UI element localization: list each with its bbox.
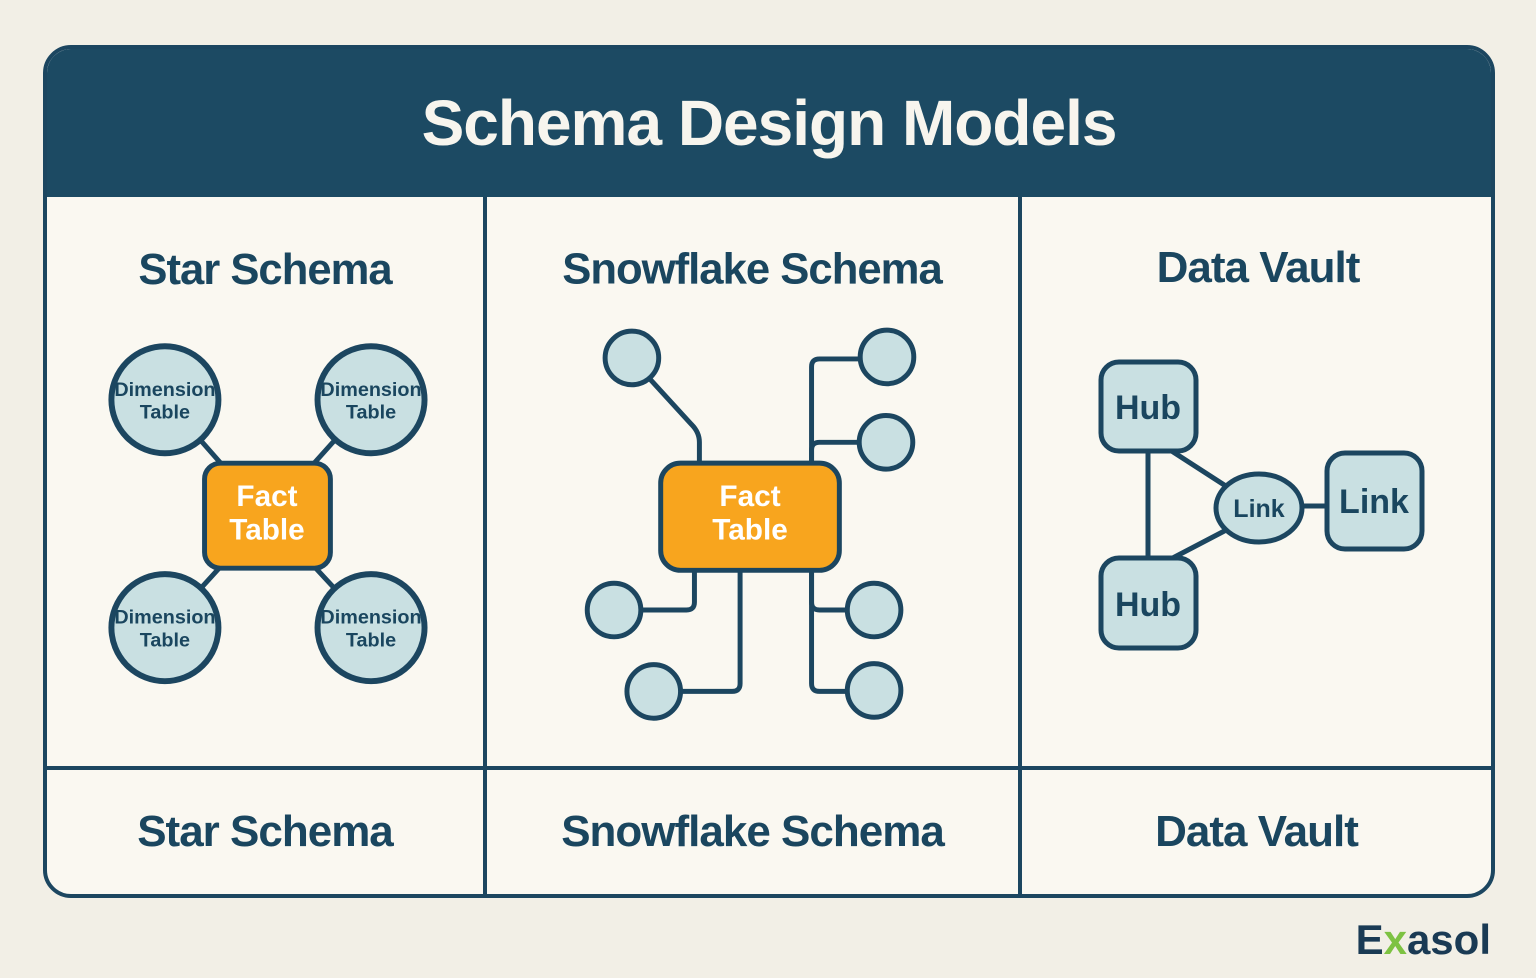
dimension-label: Table [140,402,190,424]
page-title: Schema Design Models [421,87,1118,159]
dimension-label: Dimension [320,379,421,401]
exasol-logo-text: asol [1406,916,1491,963]
dimension-node [602,328,662,388]
fact-table-label: Fact [719,480,780,513]
footer-label-star-schema: Star Schema [47,770,487,894]
schema-design-models-card: Schema Design Models Star Schema Dimensi… [43,45,1495,898]
column-star-schema: Star Schema Dimension Table Dimension Ta… [47,197,487,766]
dimension-node [844,580,904,640]
fact-table-node [658,460,842,573]
dimension-node [857,327,917,387]
edge [1164,524,1235,564]
exasol-logo-text: E [1355,916,1384,963]
link-node-small [1213,471,1305,545]
edge [809,567,850,694]
star-schema-diagram: Star Schema Dimension Table Dimension Ta… [108,246,428,685]
dimension-label: Dimension [114,379,215,401]
dimension-label: Table [346,402,396,424]
exasol-logo: Exasol [1356,916,1491,964]
fact-table-label: Table [229,513,304,546]
dimension-table-node [314,343,428,457]
edge [646,375,702,466]
data-vault-header: Data Vault [1157,243,1361,292]
star-schema-header: Star Schema [138,246,393,294]
dimension-node [844,661,904,720]
snowflake-schema-edges [638,356,863,694]
edge [809,439,862,466]
footer-label-data-vault: Data Vault [1155,807,1359,856]
dimension-table-node [108,343,222,457]
fact-table-label: Table [712,514,788,547]
dimension-label: Table [140,629,190,651]
fact-table-node [202,460,333,571]
link-label: Link [1339,483,1409,521]
dimension-node [856,413,916,472]
diagram-row: Star Schema Dimension Table Dimension Ta… [47,197,1491,766]
edge [638,567,697,613]
title-bar: Schema Design Models [47,49,1491,197]
footer-label-snowflake-schema: Snowflake Schema [487,770,1022,894]
dimension-label: Dimension [320,607,421,629]
edge [809,356,863,466]
link-label: Link [1233,495,1284,523]
data-vault-diagram: Data Vault Hub Hub Link Link [1098,243,1425,651]
column-data-vault: Data Vault Hub Hub Link Link [1022,197,1491,766]
snowflake-schema-diagram: Snowflake Schema Fact [562,244,945,721]
edge [809,567,850,613]
edge [1164,445,1235,493]
dimension-label: Table [346,629,396,651]
hub-node [1098,359,1199,454]
dimension-table-node [108,571,222,685]
label-row: Star Schema Snowflake Schema Data Vault [47,766,1491,894]
fact-table-label: Fact [236,480,297,513]
dimension-node [584,580,644,640]
dimension-node [624,662,684,721]
snowflake-schema-header: Snowflake Schema [562,244,943,293]
data-vault-edges [1145,445,1332,564]
link-node-big [1324,450,1425,552]
hub-label: Hub [1115,586,1181,624]
dimension-label: Dimension [114,607,215,629]
dimension-table-node [314,571,428,685]
edge [678,567,743,694]
column-snowflake-schema: Snowflake Schema Fact [487,197,1022,766]
hub-node [1098,555,1199,651]
hub-label: Hub [1115,389,1181,427]
exasol-logo-x: x [1383,916,1407,963]
